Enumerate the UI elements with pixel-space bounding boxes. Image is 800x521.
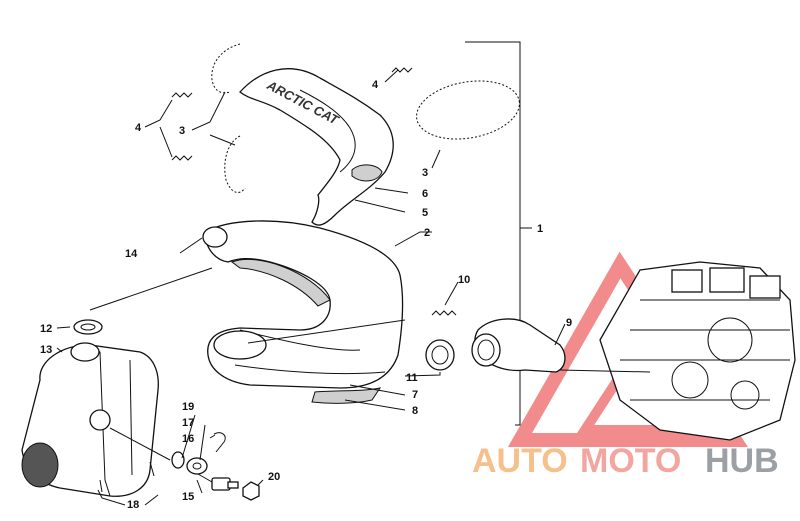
spring-top xyxy=(391,67,413,73)
washer-19 xyxy=(171,451,185,469)
clamp-band-left-bottom xyxy=(224,135,246,193)
callout-13: 13 xyxy=(40,344,52,356)
nut-20 xyxy=(242,481,260,501)
callout-3a: 3 xyxy=(179,125,185,137)
grommet-16 xyxy=(186,457,208,475)
clamp-band-right xyxy=(416,80,520,140)
callout-9: 9 xyxy=(566,317,572,329)
spring-left-bottom xyxy=(171,155,193,161)
callout-19: 19 xyxy=(182,401,194,413)
expansion-chamber xyxy=(202,220,404,404)
callout-18: 18 xyxy=(127,499,139,511)
spring-left-top xyxy=(171,92,193,98)
callout-14: 14 xyxy=(125,248,138,260)
watermark-text: AUTO MOTO HUB xyxy=(472,442,779,480)
exhaust-manifold xyxy=(471,318,566,373)
callout-20: 20 xyxy=(268,471,280,483)
callout-10: 10 xyxy=(458,274,470,286)
group-bracket xyxy=(465,41,521,426)
pin-17 xyxy=(213,432,226,453)
watermark-auto: AUTO xyxy=(472,442,568,480)
watermark-hub: HUB xyxy=(705,442,779,480)
callout-11: 11 xyxy=(406,372,418,384)
callout-7: 7 xyxy=(412,389,418,401)
bolt-15 xyxy=(211,477,239,491)
callout-8: 8 xyxy=(412,405,418,417)
watermark-moto: MOTO xyxy=(580,442,681,480)
engine-block xyxy=(599,261,796,441)
clamp-band-left-top xyxy=(211,43,241,94)
callout-12: 12 xyxy=(40,323,52,335)
callout-labels: 1 2 3 3 3 4 4 4 5 6 7 8 9 10 11 12 13 14… xyxy=(40,79,572,511)
heat-shield: ARCTIC CAT xyxy=(239,68,394,226)
callout-17: 17 xyxy=(182,417,194,429)
callout-16: 16 xyxy=(182,433,194,445)
callout-6: 6 xyxy=(422,188,428,200)
callout-15: 15 xyxy=(182,491,194,503)
callout-3b: 3 xyxy=(422,167,428,179)
spring-10 xyxy=(431,310,457,316)
callout-5: 5 xyxy=(422,207,428,219)
silencer xyxy=(21,319,159,497)
callout-2: 2 xyxy=(424,227,430,239)
callout-4b: 4 xyxy=(135,122,142,134)
callout-4a: 4 xyxy=(372,79,379,91)
callout-1: 1 xyxy=(537,223,543,235)
seal-ring xyxy=(425,339,455,371)
